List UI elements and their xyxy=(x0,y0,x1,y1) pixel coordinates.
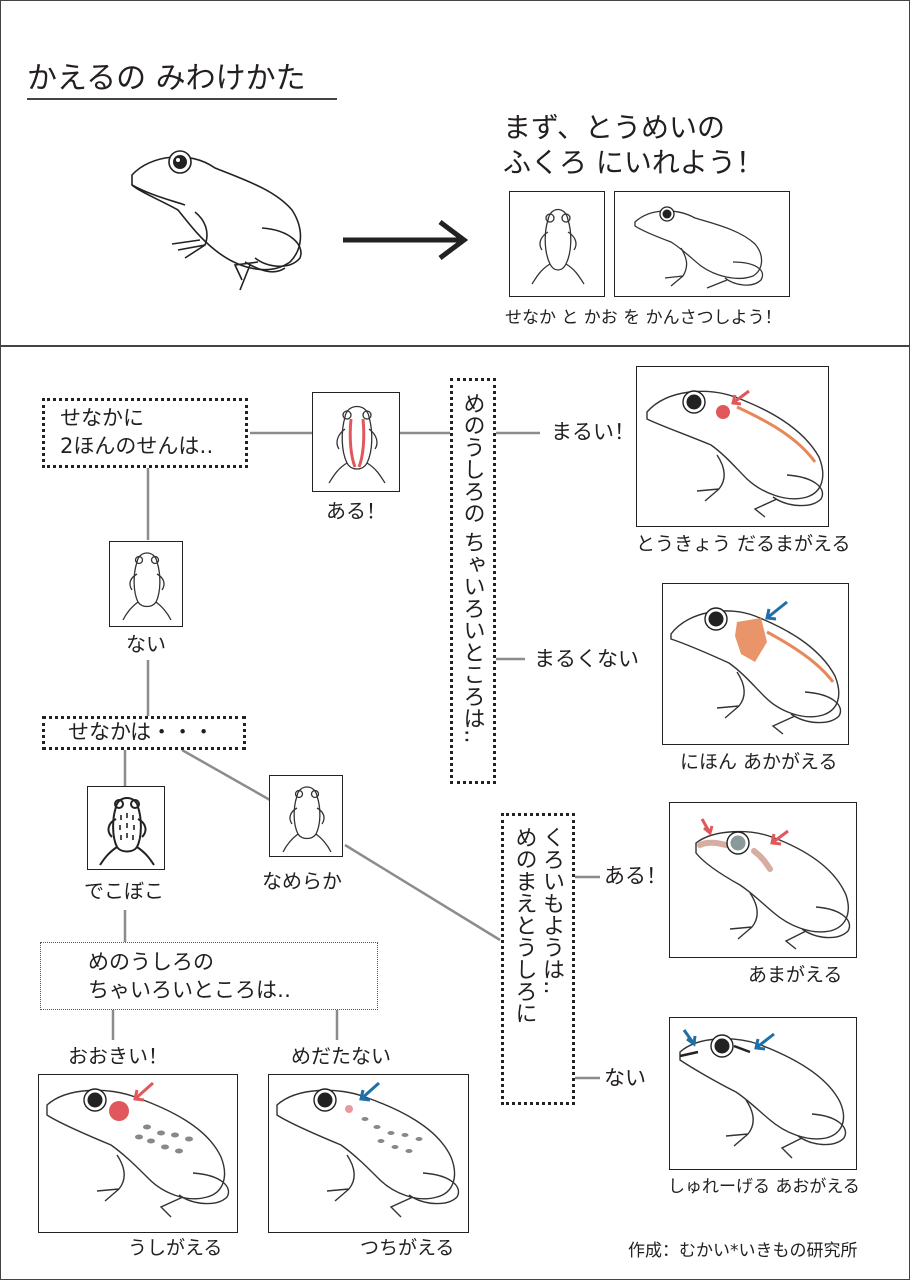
red-arrow-icon xyxy=(731,389,750,406)
yes-lines-frog-box xyxy=(312,392,400,492)
question-back-lines-line1: せなかに xyxy=(60,406,144,430)
answer-big: おおきい！ xyxy=(68,1044,168,1068)
nihon-aka-frog-box xyxy=(662,583,849,745)
question-black-stripe-line2: めのまえとうしろに xyxy=(511,826,537,1024)
ushi-frog-box xyxy=(38,1074,238,1233)
question-behind-eye-size-line1: めのうしろの xyxy=(88,950,214,974)
answer-not-round: まるくない xyxy=(534,647,639,671)
question-behind-eye-size-line2: ちゃいろいところは‥ xyxy=(88,978,292,1002)
answer-round: まるい！ xyxy=(551,420,635,444)
answer-stripe-yes: ある！ xyxy=(604,864,667,888)
frog-side-icon xyxy=(634,206,764,289)
answer-smooth: なめらか xyxy=(262,869,342,893)
smooth-frog-box xyxy=(269,775,343,857)
frog-side-icon xyxy=(670,600,842,735)
frog-side-icon xyxy=(679,1029,847,1159)
frog-side-icon xyxy=(46,1081,230,1218)
question-behind-eye-size xyxy=(40,942,378,1010)
frog-top-icon xyxy=(99,797,155,866)
page-title: かえるの みわけかた xyxy=(27,61,306,96)
answer-lines-yes: ある！ xyxy=(326,499,386,523)
tokyo-daruma-frog-box xyxy=(636,366,829,527)
intro-caption: せなか と かお を かんさつしよう！ xyxy=(505,308,782,328)
frog-top-icon xyxy=(328,405,386,484)
no-lines-frog-box xyxy=(109,541,183,627)
frog-top-icon xyxy=(531,208,585,285)
intro-side-view-box xyxy=(614,191,790,297)
question-black-stripe-text: くろいもようは‥ めのまえとうしろに xyxy=(510,826,565,1024)
blue-arrow-icon xyxy=(359,1081,380,1102)
frog-side-icon xyxy=(646,389,824,518)
ama-frog-box xyxy=(669,802,857,958)
question-black-stripe-line1: くろいもようは‥ xyxy=(539,826,564,995)
species-nihon-aka: にほん あかがえる xyxy=(680,751,838,773)
schlegel-frog-box xyxy=(669,1017,857,1170)
species-ama: あまがえる xyxy=(748,964,843,986)
question-back-texture-text: せなかは・・・ xyxy=(68,720,215,744)
species-ushi: うしがえる xyxy=(128,1237,223,1259)
question-back-texture xyxy=(42,716,246,750)
credit: 作成：むかい*いきもの研究所 xyxy=(628,1241,858,1261)
species-tsuchi: つちがえる xyxy=(360,1237,455,1259)
question-back-lines-line2: 2ほんのせんは‥ xyxy=(60,434,214,458)
frog-side-icon xyxy=(276,1081,460,1218)
answer-lines-no: ない xyxy=(126,632,166,656)
question-black-stripe xyxy=(501,813,575,1105)
intro-heading-line1: まず、とうめいの xyxy=(503,111,726,144)
answer-bumpy: でこぼこ xyxy=(84,879,164,903)
bumpy-frog-box xyxy=(87,786,165,870)
blue-arrow-icon xyxy=(765,600,788,621)
frog-top-icon xyxy=(122,552,172,621)
question-behind-eye-brown-text: めのうしろの ちゃいろいところは‥ xyxy=(459,392,485,744)
intro-heading-line2: ふくろ にいれよう！ xyxy=(503,146,764,179)
tsuchi-frog-box xyxy=(268,1074,469,1233)
question-back-lines xyxy=(42,398,248,468)
title-underline xyxy=(27,98,337,100)
frog-side-icon xyxy=(695,818,851,950)
answer-inconspicuous: めだたない xyxy=(291,1044,391,1068)
question-behind-eye-brown xyxy=(450,378,496,784)
red-arrow-icon xyxy=(700,818,789,846)
blue-arrow-icon xyxy=(682,1029,775,1051)
red-arrow-icon xyxy=(133,1081,154,1102)
species-schlegel: しゅれーげる あおがえる xyxy=(668,1177,860,1197)
answer-stripe-no: ない xyxy=(604,1066,646,1090)
species-tokyo-daruma: とうきょう だるまがえる xyxy=(636,533,851,555)
frog-top-icon xyxy=(282,786,332,853)
intro-top-view-box xyxy=(509,191,605,297)
